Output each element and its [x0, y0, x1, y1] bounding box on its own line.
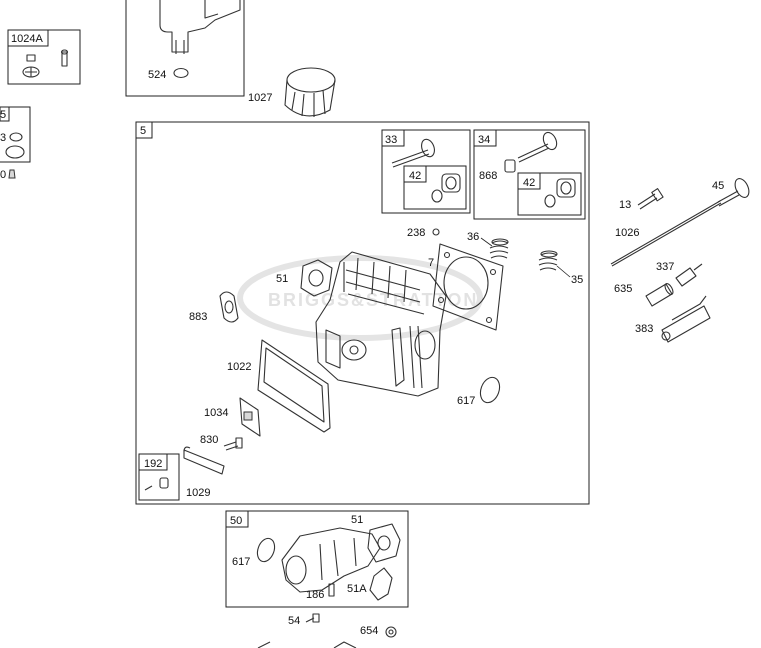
- o-ring-617[interactable]: 617: [457, 375, 503, 407]
- push-rod-1026[interactable]: 1026: [610, 200, 722, 267]
- sleeve-635[interactable]: 635: [614, 282, 675, 307]
- nut-654[interactable]: 654: [360, 625, 397, 638]
- screw-kit-192-box[interactable]: 192: [138, 453, 180, 501]
- callout-654: 654: [360, 625, 378, 637]
- callout-3: 3: [0, 132, 6, 144]
- callout-51: 51: [276, 273, 288, 285]
- callout-42-a: 42: [409, 170, 421, 182]
- intake-manifold-box[interactable]: 50: [225, 510, 409, 608]
- partial-bottom-parts: [257, 641, 357, 648]
- callout-1029: 1029: [186, 487, 210, 499]
- valve-45[interactable]: 45: [712, 176, 752, 207]
- hold-down-383[interactable]: 383: [635, 295, 711, 343]
- partial-left-box[interactable]: 5 3 0: [0, 106, 31, 181]
- rocker-cover-gasket-1022[interactable]: 1022: [227, 339, 331, 433]
- callout-5: 5: [140, 125, 146, 137]
- cylinder-head-assembly-box[interactable]: 5: [135, 121, 590, 505]
- breather-plate-1034[interactable]: 1034: [204, 397, 261, 437]
- callout-186: 186: [306, 589, 324, 601]
- valve-spring-36[interactable]: 36: [467, 231, 509, 259]
- callout-left-box: 5: [0, 109, 6, 121]
- callout-0: 0: [0, 169, 6, 181]
- callout-50: 50: [230, 515, 242, 527]
- callout-45: 45: [712, 180, 724, 192]
- watermark-text: BRIGGS&STRATTON: [268, 290, 478, 310]
- callout-13: 13: [619, 199, 631, 211]
- callout-238: 238: [407, 227, 425, 239]
- screw-54[interactable]: 54: [288, 613, 320, 627]
- callout-51a: 51A: [347, 583, 367, 595]
- intake-gasket-51[interactable]: 51: [276, 259, 333, 297]
- callout-883: 883: [189, 311, 207, 323]
- callout-617: 617: [457, 395, 475, 407]
- callout-524: 524: [148, 69, 166, 81]
- oil-filter-adapter-group[interactable]: 524: [125, 0, 245, 97]
- callout-33: 33: [385, 134, 397, 146]
- callout-635: 635: [614, 283, 632, 295]
- callout-192: 192: [144, 458, 162, 470]
- exhaust-valve-kit-box[interactable]: 33 42: [381, 129, 471, 214]
- intake-manifold[interactable]: [281, 527, 381, 593]
- intake-valve-kit-box[interactable]: 34 868 42: [473, 129, 586, 220]
- exhaust-gasket-883[interactable]: 883: [189, 291, 239, 323]
- fitting-186[interactable]: 186: [306, 583, 335, 601]
- callout-34: 34: [478, 134, 490, 146]
- o-ring-617-b[interactable]: 617: [232, 536, 278, 568]
- callout-51-b: 51: [351, 514, 363, 526]
- callout-35: 35: [571, 274, 583, 286]
- gasket-51-b[interactable]: 51: [351, 514, 401, 563]
- callout-1024a: 1024A: [11, 33, 43, 45]
- sensor-337[interactable]: 337: [656, 261, 703, 287]
- oil-filter-part[interactable]: 1027: [248, 67, 336, 117]
- callout-36: 36: [467, 231, 479, 243]
- callout-383: 383: [635, 323, 653, 335]
- callout-617-b: 617: [232, 556, 250, 568]
- kit-1024a-box[interactable]: 1024A: [7, 29, 81, 85]
- callout-7: 7: [428, 257, 434, 269]
- callout-1027: 1027: [248, 92, 272, 104]
- baffle-1029[interactable]: 1029: [183, 446, 225, 499]
- cylinder-head[interactable]: [315, 251, 447, 397]
- valve-seal-238[interactable]: 238: [407, 227, 440, 239]
- callout-54: 54: [288, 615, 300, 627]
- callout-1026: 1026: [615, 227, 639, 239]
- screw-830[interactable]: 830: [200, 434, 243, 451]
- valve-spring-35[interactable]: 35: [538, 250, 583, 286]
- head-gasket-7[interactable]: 7: [428, 243, 504, 331]
- callout-337: 337: [656, 261, 674, 273]
- callout-42-b: 42: [523, 177, 535, 189]
- callout-830: 830: [200, 434, 218, 446]
- callout-1022: 1022: [227, 361, 251, 373]
- callout-1034: 1034: [204, 407, 228, 419]
- gasket-51a[interactable]: 51A: [347, 567, 393, 601]
- bolt-13[interactable]: 13: [619, 188, 664, 211]
- callout-868: 868: [479, 170, 497, 182]
- watermark-oval: [237, 255, 483, 341]
